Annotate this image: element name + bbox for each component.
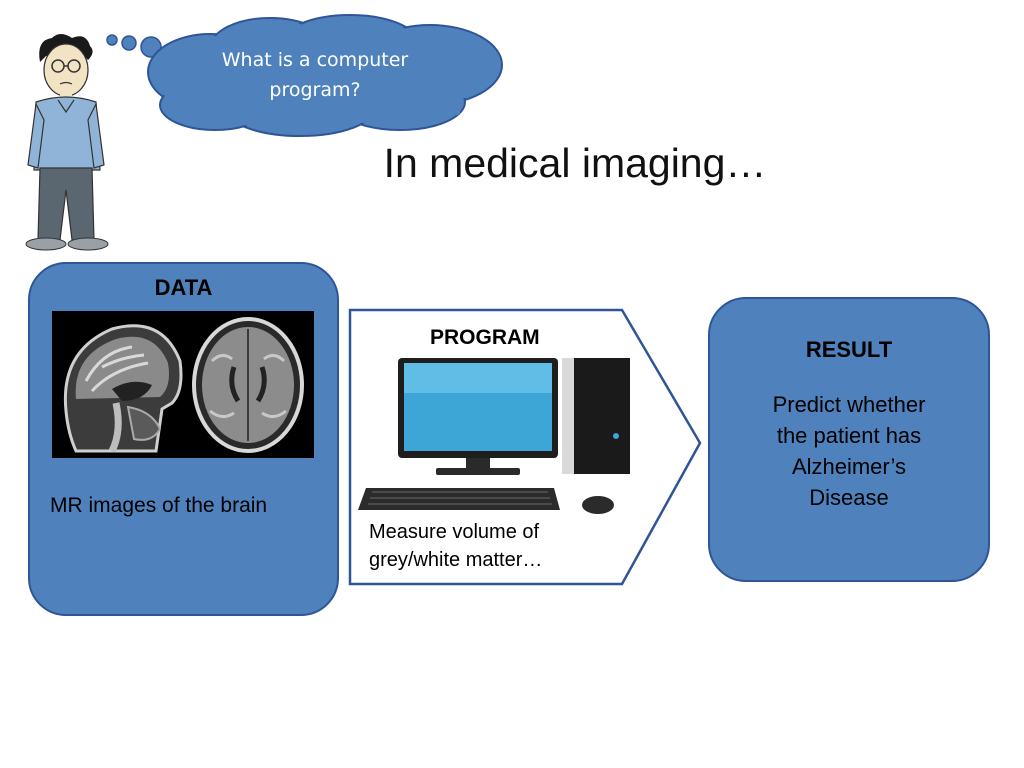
- program-arrow-box: [348, 308, 702, 586]
- data-heading: DATA: [154, 275, 213, 300]
- result-text-line2: the patient has: [776, 423, 922, 448]
- thinker-illustration: [25, 14, 503, 251]
- axial-brain-scan-icon: [192, 317, 304, 453]
- result-text-line3: Alzheimer’s: [791, 454, 907, 479]
- mri-images: [52, 311, 314, 458]
- program-caption-line1: Measure volume of: [369, 521, 540, 543]
- thought-dot: [121, 35, 137, 51]
- thought-dot: [106, 34, 118, 46]
- sagittal-brain-scan-icon: [63, 324, 183, 453]
- result-heading: RESULT: [805, 337, 893, 362]
- result-box: [708, 297, 990, 582]
- program-heading: PROGRAM: [430, 326, 540, 349]
- data-caption: MR images of the brain: [50, 494, 268, 517]
- result-text-line1: Predict whether: [772, 392, 926, 417]
- result-text-line4: Disease: [809, 485, 889, 510]
- thought-bubble-text: What is a computer program?: [221, 49, 409, 101]
- slide-title: In medical imaging…: [383, 140, 767, 186]
- program-caption-line2: grey/white matter…: [369, 549, 543, 571]
- thinking-person-icon: [25, 34, 109, 251]
- desktop-computer-icon: [358, 358, 630, 514]
